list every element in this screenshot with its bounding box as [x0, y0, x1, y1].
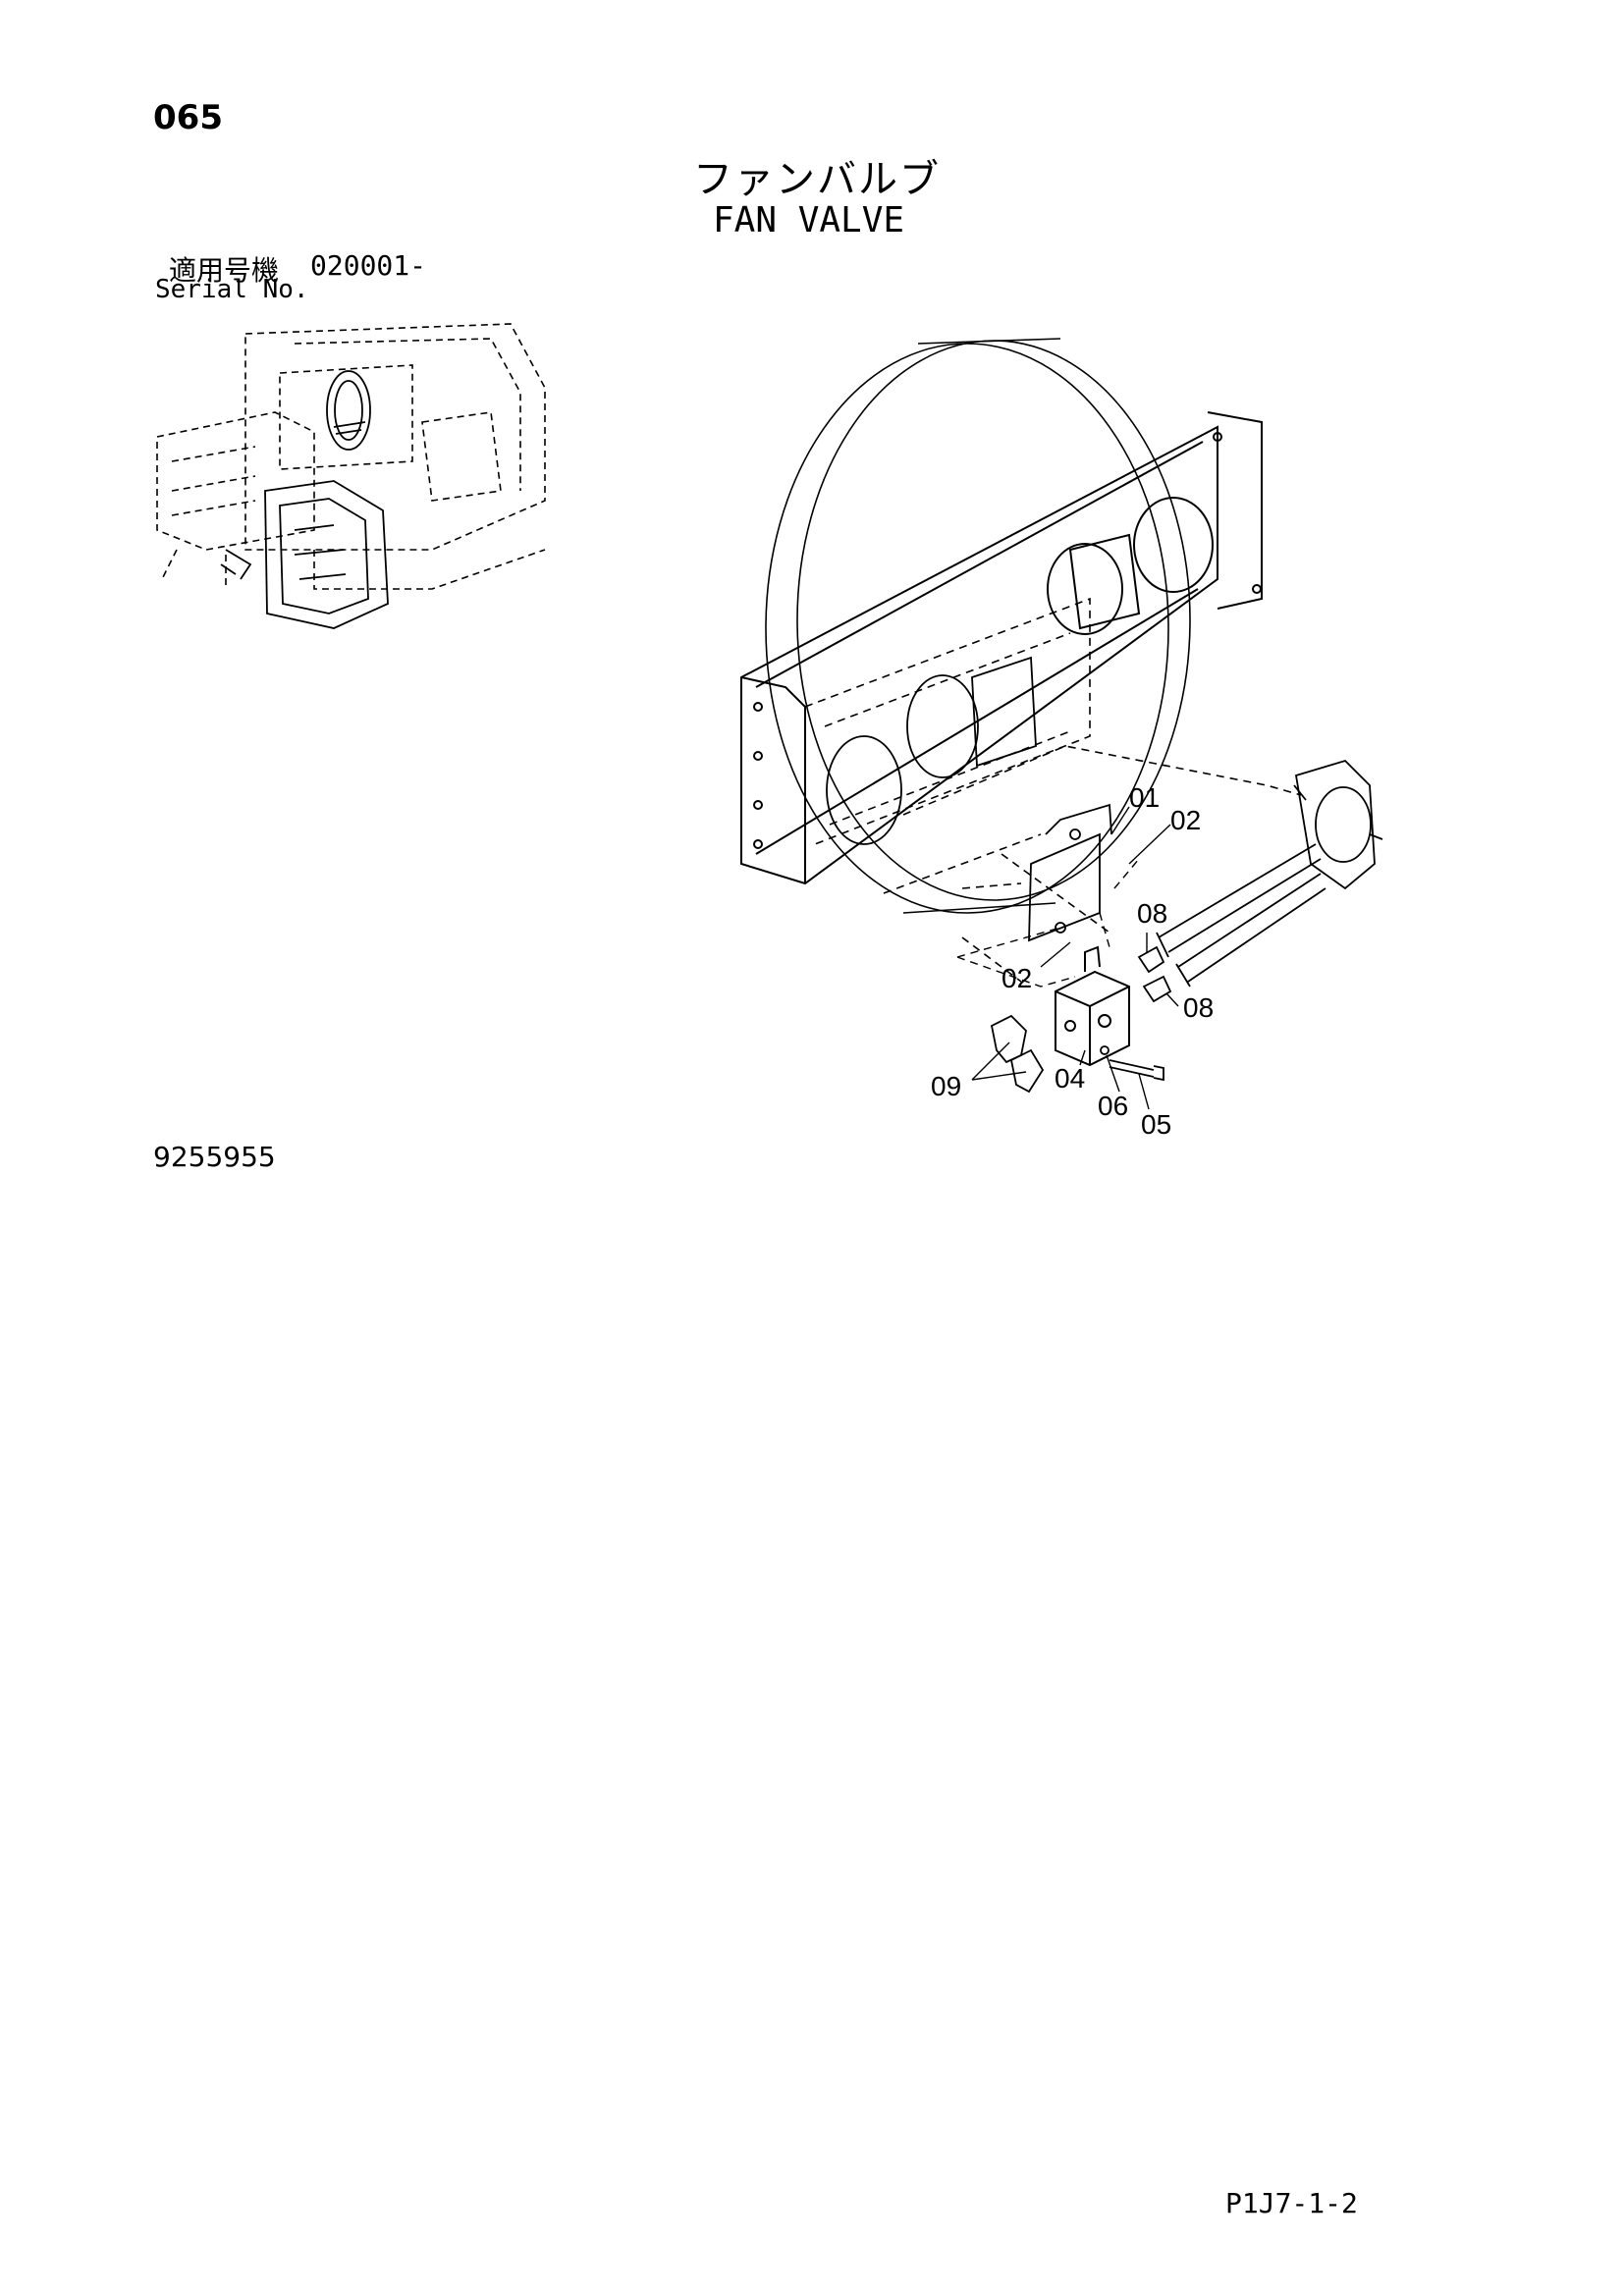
- title-japanese: ファンバルブ: [693, 157, 941, 202]
- radiator-frame: [740, 411, 1263, 885]
- callout-05: 05: [1141, 1109, 1171, 1140]
- fitting-part-08: [1137, 945, 1172, 1003]
- callout-08-lower: 08: [1183, 992, 1214, 1023]
- title-english: FAN VALVE: [713, 200, 905, 240]
- serial-value: 020001-: [310, 249, 427, 282]
- callout-08-upper: 08: [1137, 898, 1167, 929]
- callout-02-lower: 02: [1001, 963, 1032, 993]
- callout-04: 04: [1055, 1063, 1085, 1094]
- serial-label-english: Serial No.: [155, 275, 309, 304]
- page-number: 065: [153, 98, 223, 137]
- elbow-part-09: [990, 1014, 1045, 1094]
- fan-shroud: [765, 338, 1191, 914]
- bolt-part-05: [1100, 1045, 1164, 1082]
- callout-02-upper: 02: [1170, 805, 1201, 835]
- drawing-number: 9255955: [153, 1141, 276, 1173]
- callout-01: 01: [1129, 782, 1160, 813]
- bracket-part-01: [1028, 803, 1112, 942]
- fan-motor-assembly: [1156, 759, 1383, 988]
- callout-09: 09: [931, 1071, 961, 1101]
- callout-06: 06: [1098, 1091, 1128, 1121]
- page-reference: P1J7-1-2: [1225, 2187, 1358, 2219]
- valve-block-part-04: [1055, 945, 1130, 1067]
- serial-label-japanese: 適用号機: [169, 254, 280, 287]
